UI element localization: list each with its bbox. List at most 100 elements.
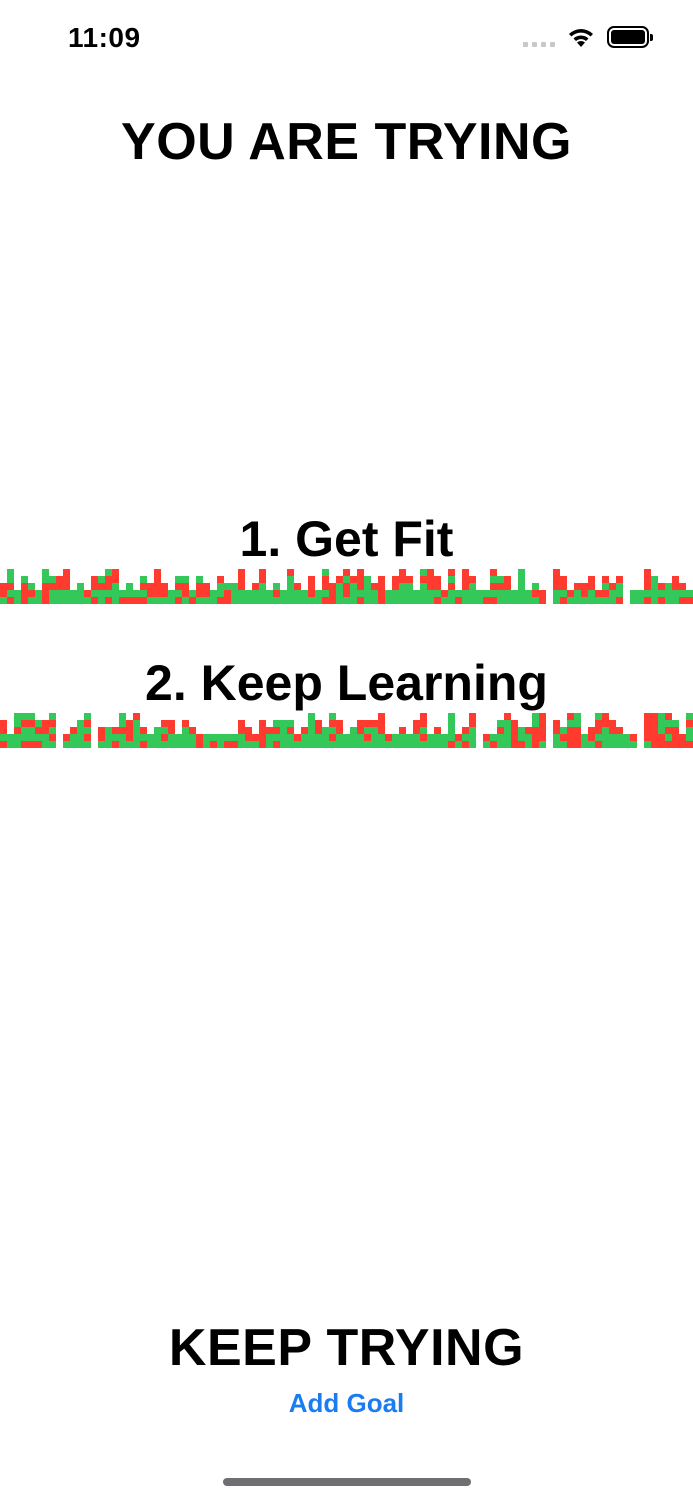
strip-column (182, 720, 189, 748)
strip-column (196, 576, 203, 604)
strip-column (245, 590, 252, 604)
status-bar: 11:09 (0, 0, 693, 80)
strip-column (140, 576, 147, 604)
strip-column (469, 713, 476, 748)
strip-column (497, 576, 504, 604)
strip-column (175, 734, 182, 748)
strip-column (35, 720, 42, 748)
strip-column (56, 576, 63, 604)
strip-column (434, 727, 441, 748)
strip-column (469, 576, 476, 604)
strip-column (28, 713, 35, 748)
strip-column (630, 590, 637, 604)
strip-column (616, 727, 623, 748)
strip-column (147, 734, 154, 748)
strip-column (637, 590, 644, 604)
strip-column (602, 576, 609, 604)
strip-column (119, 590, 126, 604)
strip-column (406, 734, 413, 748)
strip-column (133, 713, 140, 748)
strip-column (588, 576, 595, 604)
footer-title: KEEP TRYING (168, 1319, 525, 1377)
strip-column (259, 569, 266, 604)
strip-column (672, 576, 679, 604)
strip-column (231, 734, 238, 748)
strip-column (378, 713, 385, 748)
strip-column (420, 713, 427, 748)
strip-column (287, 569, 294, 604)
strip-column (84, 590, 91, 604)
strip-column (70, 727, 77, 748)
strip-column (252, 583, 259, 604)
goal-item-get-fit[interactable]: 1. Get Fit (239, 511, 454, 567)
strip-column (315, 720, 322, 748)
add-goal-button[interactable]: Add Goal (0, 1388, 693, 1419)
strip-column (539, 590, 546, 604)
home-indicator[interactable] (223, 1478, 471, 1486)
strip-column (665, 713, 672, 748)
goal-progress-strip-keep-learning (0, 713, 693, 748)
strip-column (511, 720, 518, 748)
strip-column (196, 734, 203, 748)
strip-column (294, 734, 301, 748)
strip-column (14, 713, 21, 748)
strip-column (210, 734, 217, 748)
strip-column (511, 590, 518, 604)
strip-column (7, 734, 14, 748)
strip-column (532, 713, 539, 748)
strip-column (679, 583, 686, 604)
strip-column (133, 590, 140, 604)
strip-column (602, 713, 609, 748)
strip-column (364, 576, 371, 604)
strip-column (350, 727, 357, 748)
status-time: 11:09 (68, 22, 141, 53)
strip-column (364, 720, 371, 748)
strip-column (217, 734, 224, 748)
strip-column (672, 720, 679, 748)
strip-column (322, 727, 329, 748)
strip-column (581, 734, 588, 748)
goal-item-keep-learning[interactable]: 2. Keep Learning (145, 655, 548, 711)
strip-column (525, 590, 532, 604)
strip-column (77, 583, 84, 604)
strip-column (588, 727, 595, 748)
strip-column (651, 713, 658, 748)
strip-column (21, 713, 28, 748)
strip-column (329, 583, 336, 604)
strip-column (427, 734, 434, 748)
strip-column (686, 713, 693, 748)
strip-column (329, 713, 336, 748)
strip-column (322, 569, 329, 604)
strip-column (14, 590, 21, 604)
strip-column (154, 727, 161, 748)
strip-column (287, 720, 294, 748)
strip-column (28, 583, 35, 604)
strip-column (616, 576, 623, 604)
strip-column (399, 569, 406, 604)
strip-column (371, 583, 378, 604)
strip-column (658, 713, 665, 748)
strip-column (112, 727, 119, 748)
strip-column (231, 583, 238, 604)
strip-column (644, 713, 651, 748)
strip-column (609, 720, 616, 748)
strip-column (504, 713, 511, 748)
strip-column (280, 720, 287, 748)
strip-column (581, 583, 588, 604)
strip-column (98, 576, 105, 604)
strip-column (238, 569, 245, 604)
strip-column (84, 713, 91, 748)
strip-column (595, 590, 602, 604)
strip-column (77, 720, 84, 748)
strip-column (567, 713, 574, 748)
strip-column (539, 713, 546, 748)
strip-column (42, 720, 49, 748)
strip-column (371, 720, 378, 748)
strip-column (336, 576, 343, 604)
strip-column (308, 576, 315, 604)
strip-column (644, 569, 651, 604)
strip-column (70, 590, 77, 604)
strip-column (630, 734, 637, 748)
strip-column (357, 720, 364, 748)
strip-column (455, 590, 462, 604)
